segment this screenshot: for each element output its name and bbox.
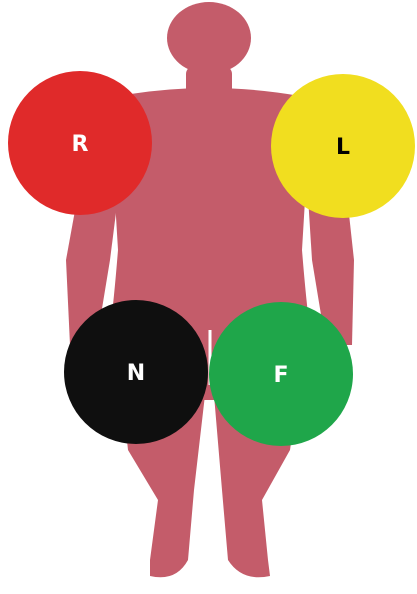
electrode-r-label: R (72, 132, 89, 157)
electrode-right-arm: R (8, 71, 152, 215)
electrode-left-leg: F (209, 302, 353, 446)
electrode-n-label: N (127, 361, 145, 386)
head (167, 2, 251, 74)
electrode-left-arm: L (271, 74, 415, 218)
electrode-right-leg: N (64, 300, 208, 444)
electrode-l-label: L (336, 135, 350, 160)
electrode-f-label: F (273, 363, 288, 388)
